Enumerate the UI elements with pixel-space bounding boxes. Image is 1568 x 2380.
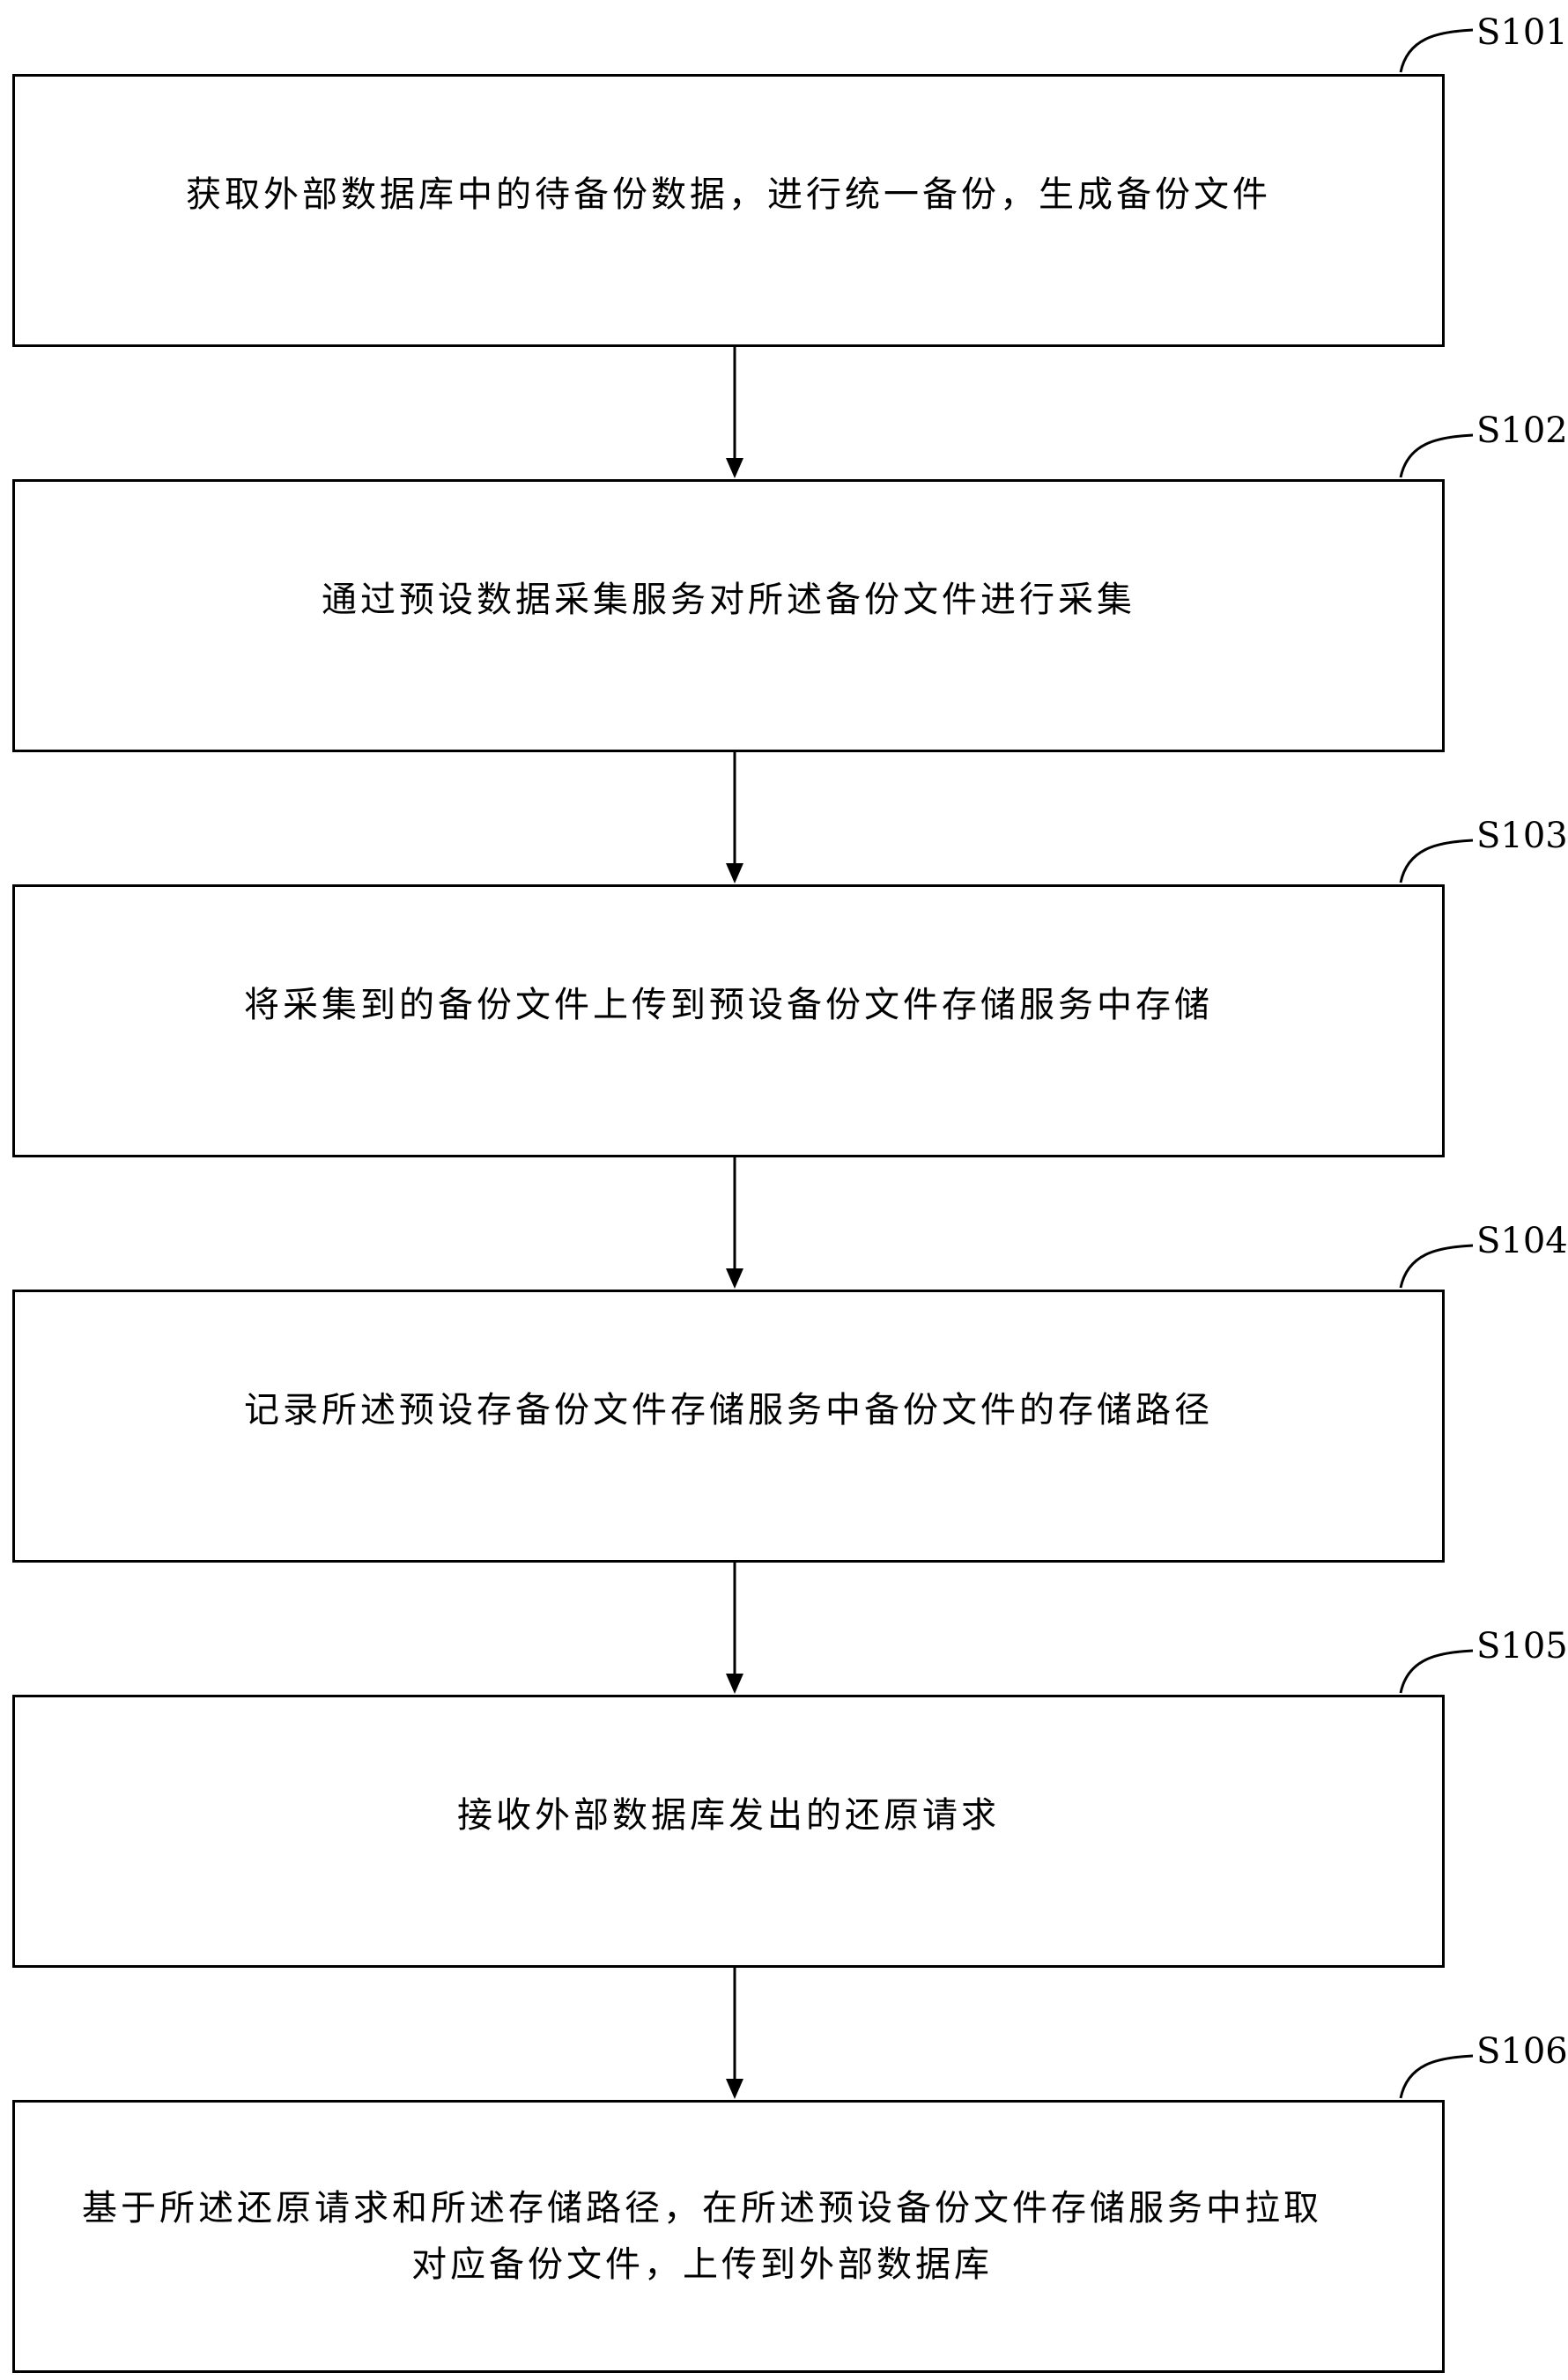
- step-label-leaders: [1399, 28, 1474, 2099]
- step-label-s103: S103: [1476, 816, 1568, 856]
- step-box-s106: 基于所述还原请求和所述存储路径，在所述预设备份文件存储服务中拉取 对应备份文件，…: [12, 2100, 1445, 2373]
- step-label-s106: S106: [1476, 2031, 1568, 2072]
- step-text-s101: 获取外部数据库中的待备份数据，进行统一备份，生成备份文件: [186, 174, 1271, 215]
- label-leader-curve: [1399, 839, 1474, 883]
- step-box-s104: 记录所述预设存备份文件存储服务中备份文件的存储路径: [12, 1290, 1445, 1563]
- step-text-s106: 基于所述还原请求和所述存储路径，在所述预设备份文件存储服务中拉取 对应备份文件，…: [82, 2188, 1322, 2285]
- connector-arrowhead: [726, 1674, 743, 1694]
- step-label-s104: S104: [1476, 1221, 1568, 1261]
- step-box-s101: 获取外部数据库中的待备份数据，进行统一备份，生成备份文件: [12, 74, 1445, 347]
- step-box-s102: 通过预设数据采集服务对所述备份文件进行采集: [12, 479, 1445, 752]
- label-leader-curve: [1399, 2054, 1474, 2099]
- step-box-s105: 接收外部数据库发出的还原请求: [12, 1695, 1445, 1968]
- step-text-s102: 通过预设数据采集服务对所述备份文件进行采集: [322, 580, 1135, 620]
- step-text-s104: 记录所述预设存备份文件存储服务中备份文件的存储路径: [244, 1390, 1213, 1430]
- connector-arrowhead: [726, 863, 743, 883]
- step-label-s101: S101: [1476, 12, 1568, 53]
- step-label-s102: S102: [1476, 410, 1568, 451]
- connector-arrowhead: [726, 2079, 743, 2099]
- step-label-s105: S105: [1476, 1626, 1568, 1667]
- step-box-s103: 将采集到的备份文件上传到预设备份文件存储服务中存储: [12, 884, 1445, 1157]
- label-leader-curve: [1399, 28, 1474, 73]
- label-leader-curve: [1399, 1649, 1474, 1694]
- step-text-s105: 接收外部数据库发出的还原请求: [457, 1795, 1000, 1836]
- connector-arrowhead: [726, 1268, 743, 1289]
- flow-arrows: [726, 347, 743, 2099]
- connector-arrowhead: [726, 458, 743, 478]
- step-text-s103: 将采集到的备份文件上传到预设备份文件存储服务中存储: [244, 985, 1213, 1025]
- label-leader-curve: [1399, 433, 1474, 478]
- label-leader-curve: [1399, 1244, 1474, 1289]
